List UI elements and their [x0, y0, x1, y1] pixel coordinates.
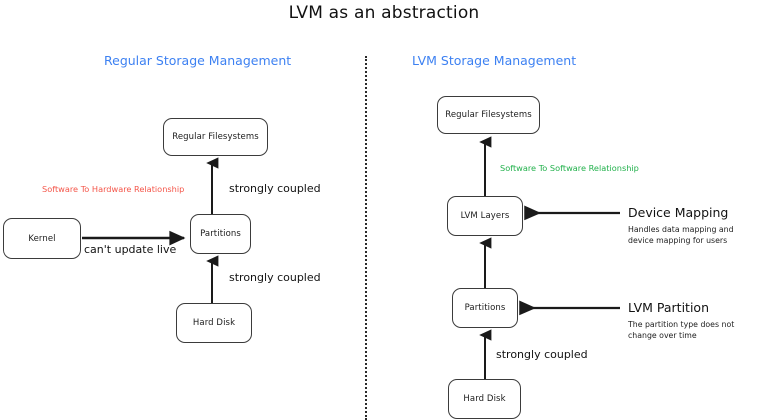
right-node-regular-filesystems: Regular Filesystems	[437, 96, 540, 134]
left-edge-label-filesystems: strongly coupled	[229, 182, 321, 195]
right-column-heading: LVM Storage Management	[412, 53, 577, 68]
left-column-heading: Regular Storage Management	[104, 53, 292, 68]
annotation-lvm-partition: LVM Partition The partition type does no…	[628, 300, 734, 342]
right-node-lvm-layers: LVM Layers	[447, 196, 523, 236]
left-relationship-caption: Software To Hardware Relationship	[42, 184, 185, 194]
left-node-regular-filesystems: Regular Filesystems	[163, 118, 268, 156]
right-node-partitions-label: Partitions	[464, 303, 506, 313]
right-node-lvm-layers-label: LVM Layers	[460, 211, 510, 221]
left-node-kernel-label: Kernel	[28, 233, 56, 244]
left-node-partitions: Partitions	[190, 214, 251, 254]
annotation-lvm-partition-title: LVM Partition	[628, 300, 709, 315]
left-node-regular-filesystems-label: Regular Filesystems	[172, 132, 259, 142]
left-node-hard-disk: Hard Disk	[176, 303, 252, 343]
right-node-partitions: Partitions	[452, 288, 518, 328]
left-node-kernel: Kernel	[3, 218, 81, 259]
annotation-lvm-partition-desc-line2: change over time	[628, 331, 697, 341]
page-title: LVM as an abstraction	[288, 3, 480, 23]
left-edge-label-harddisk: strongly coupled	[229, 271, 321, 284]
right-edge-label-harddisk: strongly coupled	[496, 348, 588, 361]
left-node-partitions-label: Partitions	[200, 229, 241, 239]
right-node-regular-filesystems-label: Regular Filesystems	[445, 110, 532, 120]
left-node-hard-disk-label: Hard Disk	[192, 318, 236, 328]
right-node-hard-disk: Hard Disk	[448, 379, 521, 419]
annotation-device-mapping: Device Mapping Handles data mapping and …	[628, 205, 734, 247]
right-node-hard-disk-label: Hard Disk	[463, 394, 506, 404]
right-column-arrows	[479, 136, 620, 379]
annotation-device-mapping-title: Device Mapping	[628, 205, 729, 220]
right-relationship-caption: Software To Software Relationship	[500, 163, 639, 173]
left-column-arrows	[82, 157, 219, 303]
left-edge-label-kernel: can't update live	[84, 243, 177, 256]
annotation-device-mapping-desc-line1: Handles data mapping and	[628, 225, 734, 234]
annotation-device-mapping-desc-line2: device mapping for users	[628, 236, 728, 246]
column-divider	[365, 56, 367, 420]
annotation-lvm-partition-desc-line1: The partition type does not	[628, 320, 735, 329]
